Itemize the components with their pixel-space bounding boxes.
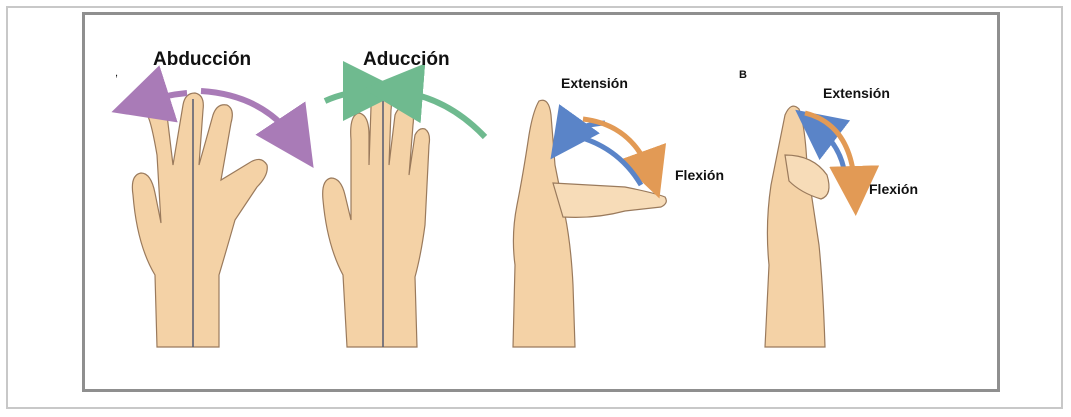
thumb-side-hand-a [513, 100, 666, 347]
abduction-arrow-left [140, 93, 187, 103]
flexion-label-a: Flexión [675, 167, 724, 183]
thumb-side-hand-b [765, 106, 829, 347]
hand-movements-illustration [85, 15, 997, 389]
adduction-label: Aducción [363, 49, 450, 71]
panel-b-marker: B [739, 69, 747, 81]
figure-panel: , Abducción Aducción Extensión Flexión B… [82, 12, 1000, 392]
flexion-label-b: Flexión [869, 181, 918, 197]
abduction-label: Abducción [153, 49, 251, 71]
extension-label-b: Extensión [823, 85, 890, 101]
adduction-arrow-left [325, 91, 373, 101]
adduction-hand [323, 95, 430, 347]
panel-a-marker: , [115, 67, 118, 79]
abduction-hand [132, 93, 267, 347]
flexion-arrow-a [583, 119, 651, 175]
extension-label-a: Extensión [561, 75, 628, 91]
